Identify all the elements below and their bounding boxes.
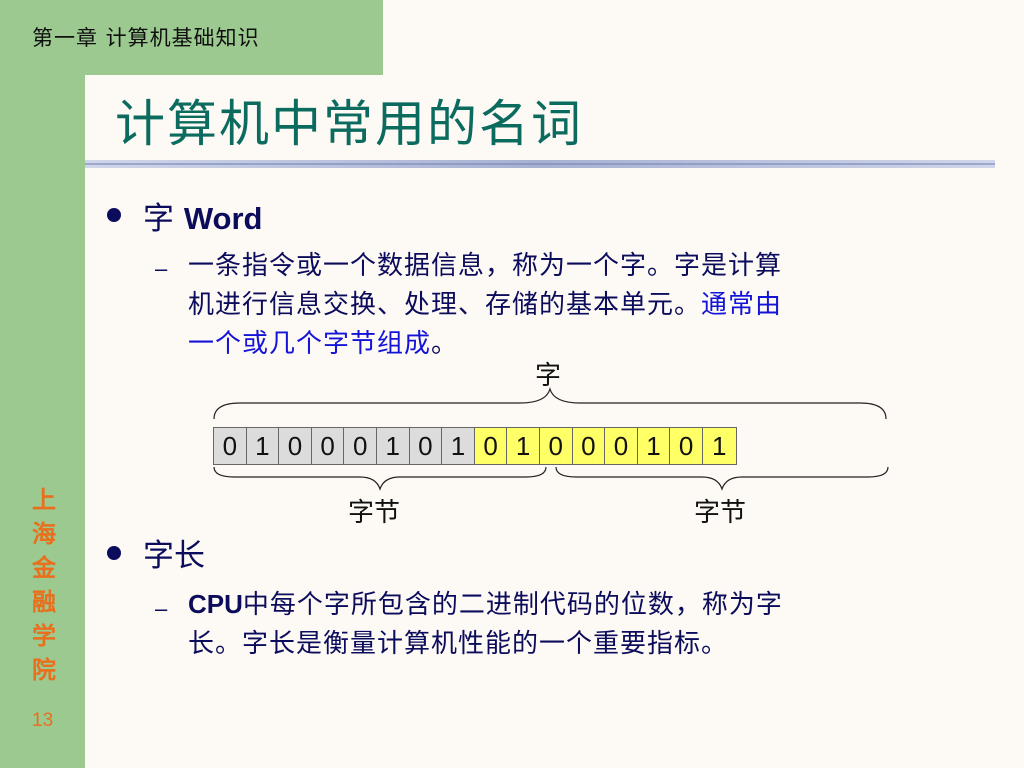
header-band [0, 0, 383, 75]
slide-title: 计算机中常用的名词 [115, 95, 583, 153]
bit-cell: 0 [311, 428, 345, 464]
bit-cell: 1 [246, 428, 280, 464]
page-number: 13 [32, 710, 54, 731]
dash-marker: – [155, 256, 168, 281]
title-underline [85, 160, 995, 168]
word-label: 字 [535, 361, 562, 391]
school-name: 上 海 金 融 学 院 [32, 485, 56, 684]
bullet-icon [107, 546, 121, 560]
byte-label-left: 字节 [348, 498, 401, 528]
bit-cell: 0 [474, 428, 508, 464]
bit-cell: 1 [442, 428, 475, 464]
byte-label-right: 字节 [694, 498, 747, 528]
bit-cell: 0 [605, 428, 638, 464]
word-brace-top [213, 386, 887, 420]
bit-cell: 1 [637, 428, 671, 464]
bit-cell: 0 [572, 428, 606, 464]
bit-row: 0 1 0 0 0 1 0 1 0 1 0 0 0 1 0 1 [213, 427, 737, 465]
chapter-title: 第一章 计算机基础知识 [32, 26, 260, 50]
byte-brace-right [555, 466, 889, 491]
bit-cell: 0 [279, 428, 312, 464]
dash-marker: – [155, 596, 168, 621]
bit-cell: 1 [376, 428, 410, 464]
byte-brace-left [213, 466, 547, 491]
bit-cell: 0 [214, 428, 247, 464]
section-heading-word-length: 字长 [143, 538, 205, 574]
bit-cell: 0 [409, 428, 443, 464]
bullet-icon [107, 208, 121, 222]
bit-cell: 0 [539, 428, 573, 464]
bit-cell: 1 [507, 428, 540, 464]
bit-cell: 0 [670, 428, 703, 464]
word-definition: 一条指令或一个数据信息，称为一个字。字是计算 机进行信息交换、处理、存储的基本单… [188, 251, 783, 359]
bit-cell: 1 [702, 428, 736, 464]
word-length-definition: CPU中每个字所包含的二进制代码的位数，称为字 长。字长是衡量计算机性能的一个重… [188, 589, 783, 659]
section-heading-word: 字 Word [143, 201, 263, 237]
sidebar [0, 0, 85, 768]
bit-cell: 0 [344, 428, 377, 464]
